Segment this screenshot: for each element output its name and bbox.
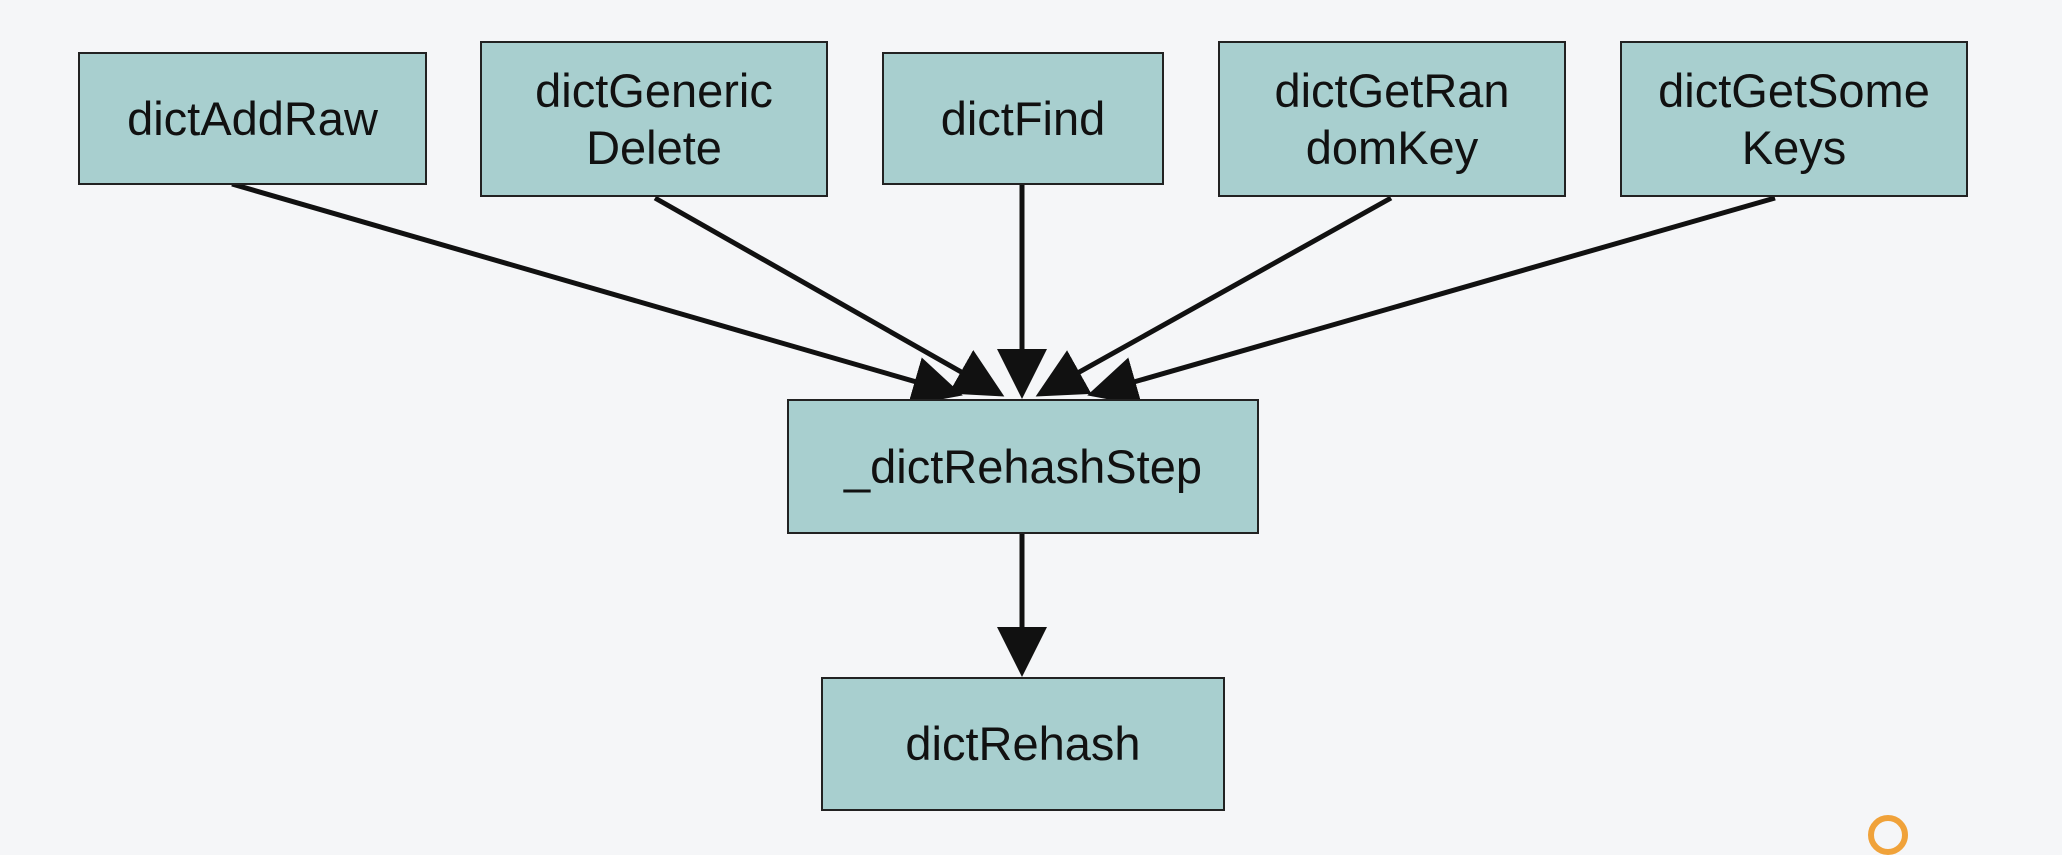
node-dictgetrandomkey: dictGetRan domKey xyxy=(1218,41,1566,197)
node-label-line: dictGetSome xyxy=(1658,63,1930,117)
node-dictrehash: dictRehash xyxy=(821,677,1225,811)
edge-dictgetsomekeys-to-dictrehashstep xyxy=(1087,195,1776,406)
node-dictaddraw: dictAddRaw xyxy=(78,52,427,185)
node-label-line: Delete xyxy=(586,121,722,174)
node-dictrehashstep: _dictRehashStep xyxy=(787,399,1259,534)
edge-dictaddraw-to-dictrehashstep xyxy=(231,181,963,406)
node-dictgetsomekeys: dictGetSome Keys xyxy=(1620,41,1968,197)
node-label-line: Keys xyxy=(1741,121,1847,174)
node-label: dictGeneric Delete xyxy=(535,62,773,177)
node-label: dictRehash xyxy=(905,715,1140,772)
edge-dictgetrandomkey-to-dictrehashstep xyxy=(1035,195,1393,397)
node-label-line: dictGetRan xyxy=(1274,63,1510,117)
node-label: dictGetSome Keys xyxy=(1658,62,1930,177)
node-label-line: domKey xyxy=(1305,121,1479,174)
node-label-line: dictGeneric xyxy=(535,63,773,117)
node-label: _dictRehashStep xyxy=(844,438,1202,495)
node-label: dictFind xyxy=(941,90,1106,147)
node-label: dictGetRan domKey xyxy=(1274,62,1509,177)
call-graph-diagram: dictAddRaw dictGeneric Delete dictFind d… xyxy=(78,41,1968,855)
node-label: dictAddRaw xyxy=(127,90,378,147)
corner-logo-mark xyxy=(1868,815,1908,855)
node-label-line: dictRehash xyxy=(905,717,1141,771)
edges-layer xyxy=(231,181,1776,677)
node-label-line: dictFind xyxy=(940,91,1106,145)
node-label-line: _dictRehashStep xyxy=(844,439,1202,493)
node-label-line: dictAddRaw xyxy=(127,91,378,145)
edge-dictgenericdelete-to-dictrehashstep xyxy=(653,195,1005,397)
node-dictgenericdelete: dictGeneric Delete xyxy=(480,41,828,197)
node-dictfind: dictFind xyxy=(882,52,1164,185)
